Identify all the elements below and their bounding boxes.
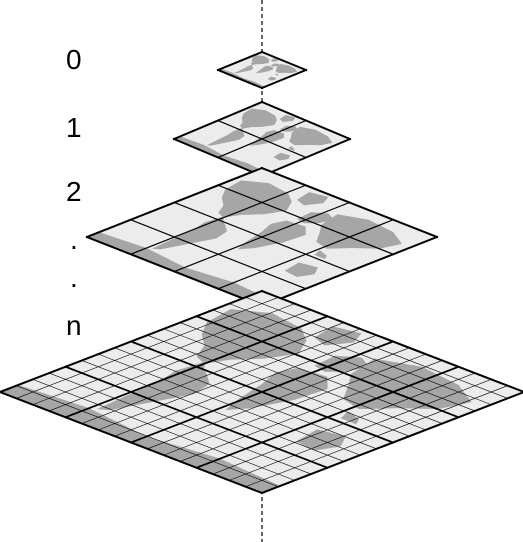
- tile-grid-0: [216, 50, 308, 90]
- zoom-level-0-tiles: [216, 50, 308, 90]
- tile-grid-2: [85, 166, 439, 308]
- zoom-level-2-tiles: [85, 166, 439, 308]
- tile-grid-n: [0, 289, 523, 495]
- ellipsis-dot-2: .: [70, 262, 78, 293]
- zoom-label-1: 1: [66, 112, 82, 143]
- tile-grid-1: [172, 100, 352, 178]
- ellipsis-dot-1: .: [70, 224, 78, 255]
- zoom-levels: [0, 50, 523, 495]
- zoom-level-1-tiles: [172, 100, 352, 178]
- zoom-label-0: 0: [66, 44, 82, 75]
- zoom-level-n-tiles: [0, 289, 523, 495]
- zoom-label-2: 2: [66, 176, 82, 207]
- zoom-label-n: n: [66, 310, 82, 341]
